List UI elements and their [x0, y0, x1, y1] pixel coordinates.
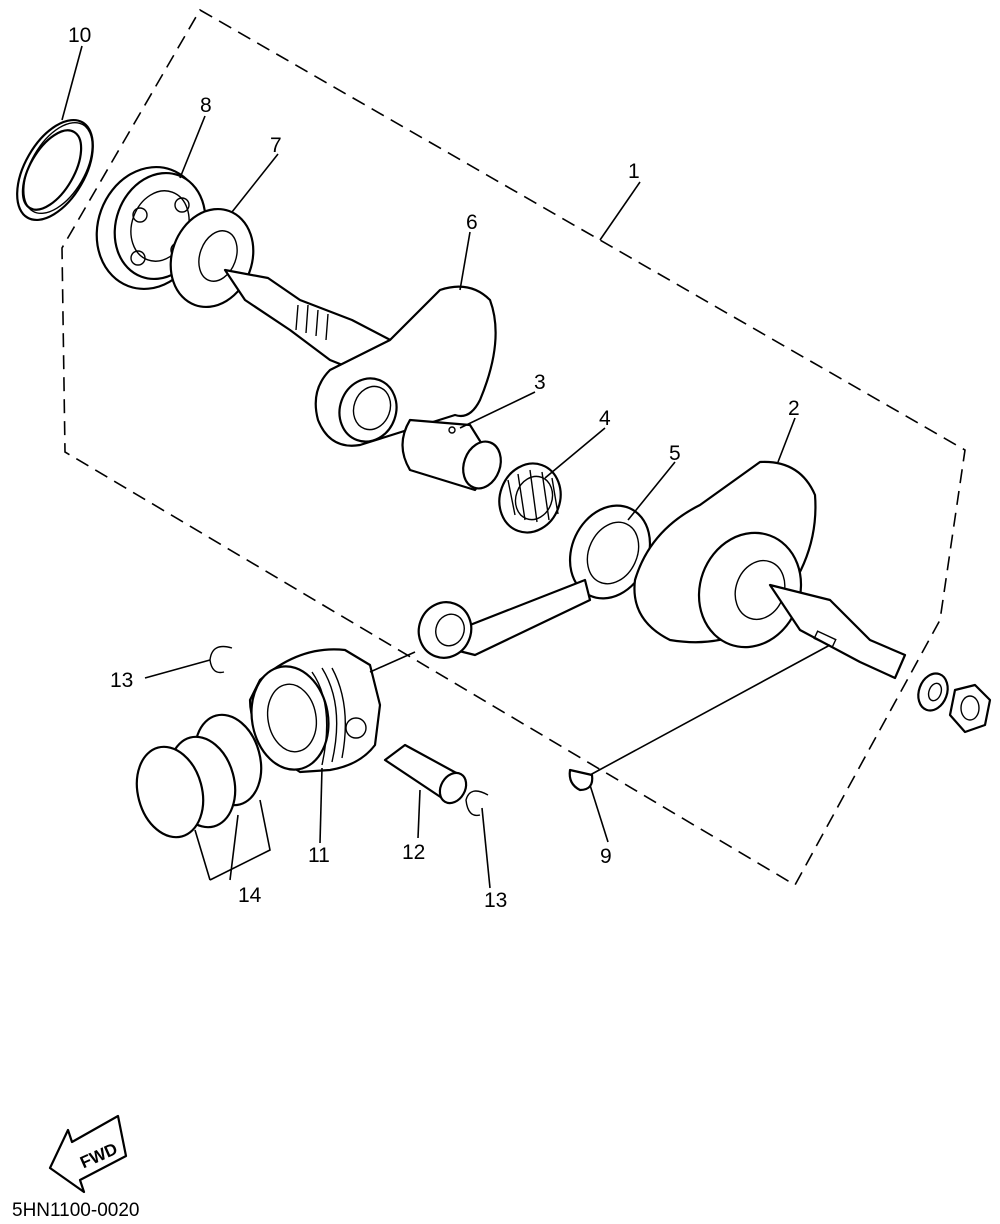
callout-12: 12	[402, 841, 425, 864]
callout-8: 8	[200, 94, 212, 117]
callout-11: 11	[308, 844, 330, 867]
part-circlip-right	[465, 790, 489, 817]
assembly-boundary	[61, 8, 966, 887]
part-piston-pin	[383, 743, 468, 805]
callout-4: 4	[599, 407, 611, 430]
callout-5: 5	[669, 442, 681, 465]
figure-code: 5HN1100-0020	[12, 1200, 139, 1221]
part-oil-seal	[16, 118, 94, 222]
callout-10: 10	[68, 24, 91, 47]
fwd-arrow-icon: FWD	[48, 1114, 128, 1194]
part-piston	[248, 648, 382, 774]
leader-lines	[61, 45, 831, 889]
part-washer-right	[917, 672, 949, 712]
part-key	[568, 768, 594, 792]
part-circlip-left	[209, 645, 233, 674]
part-nut	[948, 683, 992, 734]
callout-14: 14	[238, 884, 262, 907]
callout-6: 6	[466, 211, 478, 234]
part-crank-left	[223, 268, 497, 447]
callout-9: 9	[600, 845, 612, 868]
part-crank-right	[633, 460, 907, 680]
callout-2: 2	[788, 397, 800, 420]
callout-1: 1	[628, 160, 640, 183]
part-piston-rings	[135, 713, 263, 839]
part-needle-bearing	[498, 462, 562, 534]
callout-7: 7	[270, 134, 282, 157]
callout-13-left: 13	[110, 669, 133, 692]
callout-13-right: 13	[484, 889, 507, 912]
part-crank-pin	[401, 418, 502, 492]
callout-3: 3	[534, 371, 546, 394]
